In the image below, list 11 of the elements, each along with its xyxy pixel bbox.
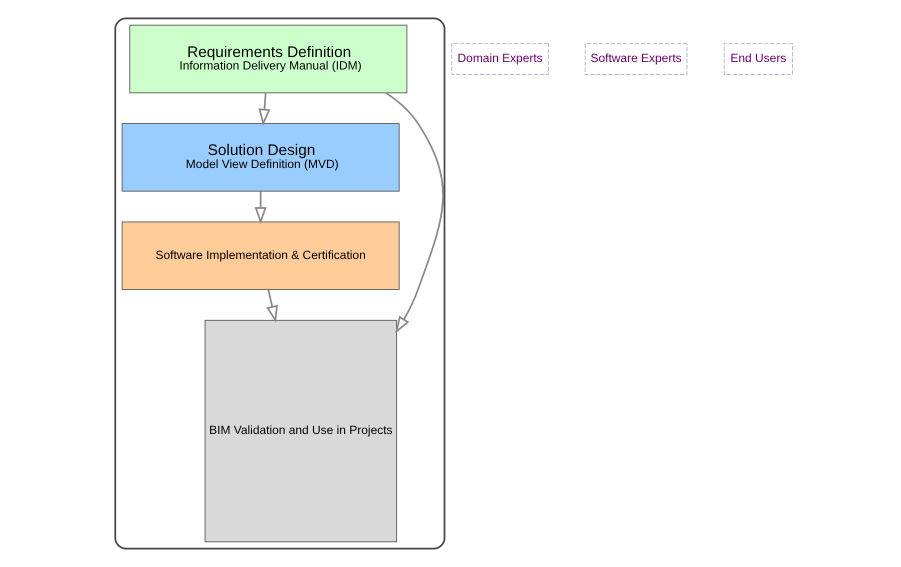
node-box: Software Experts [584,43,688,75]
node-box: BIM Validation and Use in Projects [204,320,398,542]
arrow [254,191,267,224]
arrow [258,92,270,126]
arrow [266,289,278,323]
arrow [385,92,444,334]
node-box: Requirements Definition Information Delivery Manual (IDM) [129,24,408,94]
node-box: End Users [724,43,793,75]
node-box: Domain Experts [451,43,549,75]
node-box: Solution Design Model View Definition (MVD) [122,123,400,192]
node-box: Software Implementation & Certification [122,222,400,290]
